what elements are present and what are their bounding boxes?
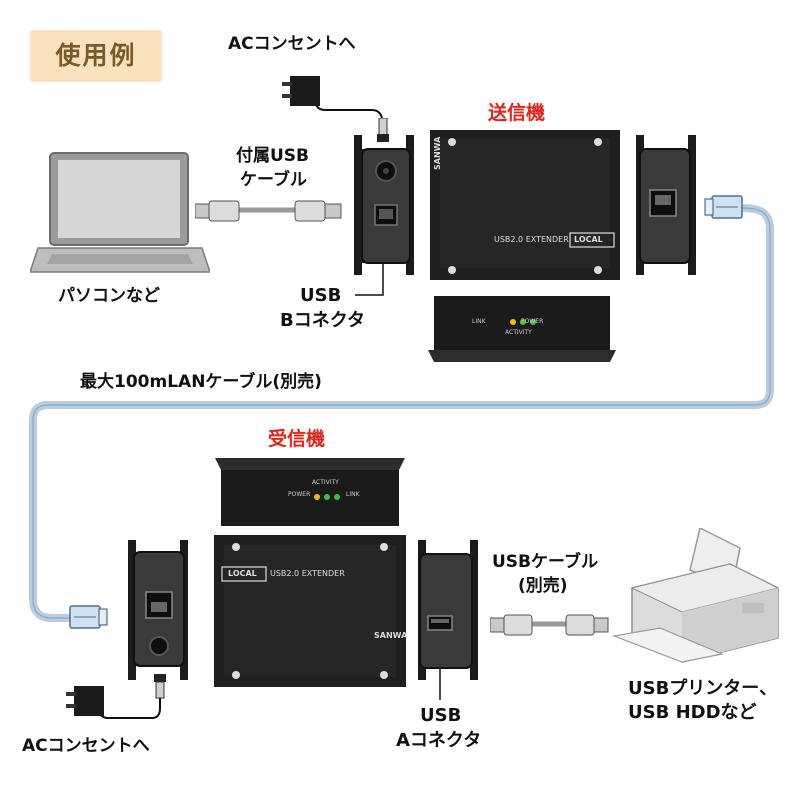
- sender-body-shape: [430, 130, 620, 280]
- sender-front-text: USB2.0 EXTENDER: [494, 235, 569, 244]
- label-printer-1: USBプリンター、: [628, 678, 778, 699]
- label-ac-top: ACコンセントへ: [228, 34, 356, 54]
- receiver-mode-badge: LOCAL: [228, 569, 257, 578]
- label-pc: パソコンなど: [58, 286, 160, 306]
- label-printer-2: USB HDDなど: [628, 702, 757, 723]
- receiver-body-shape: [214, 535, 406, 687]
- label-ac-bottom: ACコンセントへ: [22, 736, 150, 756]
- label-usb-cable2-1: USBケーブル: [492, 552, 598, 572]
- dc-plug-top-icon: [377, 118, 389, 142]
- receiver-led-activity: ACTIVITY: [312, 479, 339, 486]
- label-usb-cable2-2: (別売): [518, 576, 568, 596]
- label-usb-b-2: Bコネクタ: [280, 310, 365, 331]
- page-title: 使用例: [55, 41, 137, 70]
- receiver-brand: SANWA: [374, 631, 408, 640]
- sender-led-power: POWER: [521, 318, 544, 325]
- sender-label: 送信機: [488, 102, 546, 124]
- receiver-led-power: POWER: [288, 491, 311, 498]
- usb-cable-plugs-bottom: [490, 614, 609, 636]
- sender-led-activity: ACTIVITY: [505, 329, 532, 336]
- rj45-plug-top: [704, 195, 743, 219]
- rj45-plug-bottom: [69, 605, 108, 629]
- receiver-led-panel: [215, 458, 405, 526]
- receiver-label: 受信機: [268, 428, 326, 450]
- sender-unit: SANWA USB2.0 EXTENDER LOCAL: [430, 130, 620, 280]
- sender-led-panel: [428, 296, 616, 362]
- ac-adapter-bottom-icon: [66, 686, 104, 716]
- label-usb-cable-1: 付属USB: [236, 146, 310, 166]
- printer-icon: [612, 528, 780, 663]
- label-usb-a-1: USB: [420, 705, 462, 726]
- receiver-unit: LOCAL USB2.0 EXTENDER SANWA: [214, 535, 408, 687]
- dc-plug-bottom-icon: [154, 674, 166, 699]
- sender-mode-badge: LOCAL: [574, 235, 603, 244]
- label-usb-b-1: USB: [300, 285, 342, 306]
- receiver-front-text: USB2.0 EXTENDER: [270, 569, 345, 578]
- label-lan-cable: 最大100mLANケーブル(別売): [80, 372, 322, 392]
- ac-adapter-top-icon: [282, 76, 320, 106]
- label-usb-a-2: Aコネクタ: [396, 730, 482, 751]
- sender-usb-b-panel: [354, 135, 414, 275]
- sender-lan-panel: [636, 135, 696, 275]
- receiver-usb-a-panel: [418, 540, 478, 680]
- receiver-led-link: LINK: [346, 491, 360, 498]
- title-badge: 使用例: [30, 30, 162, 82]
- label-usb-cable-2: ケーブル: [240, 170, 307, 190]
- usb-cable-plugs-top: [195, 200, 342, 222]
- laptop-icon: [30, 152, 210, 273]
- receiver-lan-panel: [128, 540, 188, 680]
- sender-led-link: LINK: [472, 318, 486, 325]
- sender-brand: SANWA: [433, 136, 442, 170]
